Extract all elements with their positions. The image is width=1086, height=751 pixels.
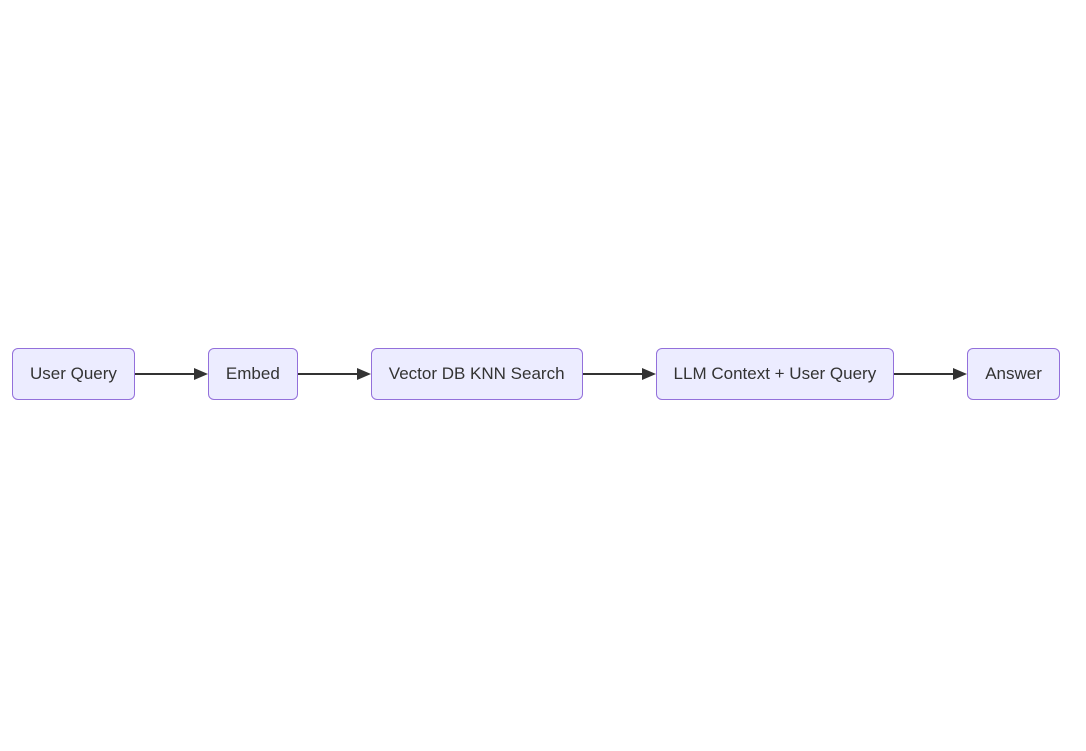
arrowhead-icon [641,368,656,380]
edge-embed-to-vector-db [297,368,371,380]
arrowhead-icon [953,368,968,380]
node-llm-context-user-query: LLM Context + User Query [655,348,895,400]
node-label: User Query [30,364,117,383]
node-vector-db-knn-search: Vector DB KNN Search [370,348,583,400]
arrow-line [134,373,194,375]
node-label: LLM Context + User Query [673,364,877,383]
arrow-line [894,373,954,375]
node-label: Embed [225,364,280,383]
arrow-line [582,373,642,375]
arrow-line [297,373,357,375]
node-answer: Answer [967,348,1060,400]
edge-user-query-to-embed [134,368,208,380]
arrowhead-icon [356,368,371,380]
flowchart: User Query Embed Vector DB KNN Search LL… [12,348,1060,400]
edge-vector-db-to-llm-context [582,368,656,380]
edge-llm-context-to-answer [894,368,968,380]
node-label: Answer [985,364,1042,383]
node-label: Vector DB KNN Search [388,364,565,383]
node-embed: Embed [207,348,298,400]
arrowhead-icon [193,368,208,380]
node-user-query: User Query [12,348,135,400]
